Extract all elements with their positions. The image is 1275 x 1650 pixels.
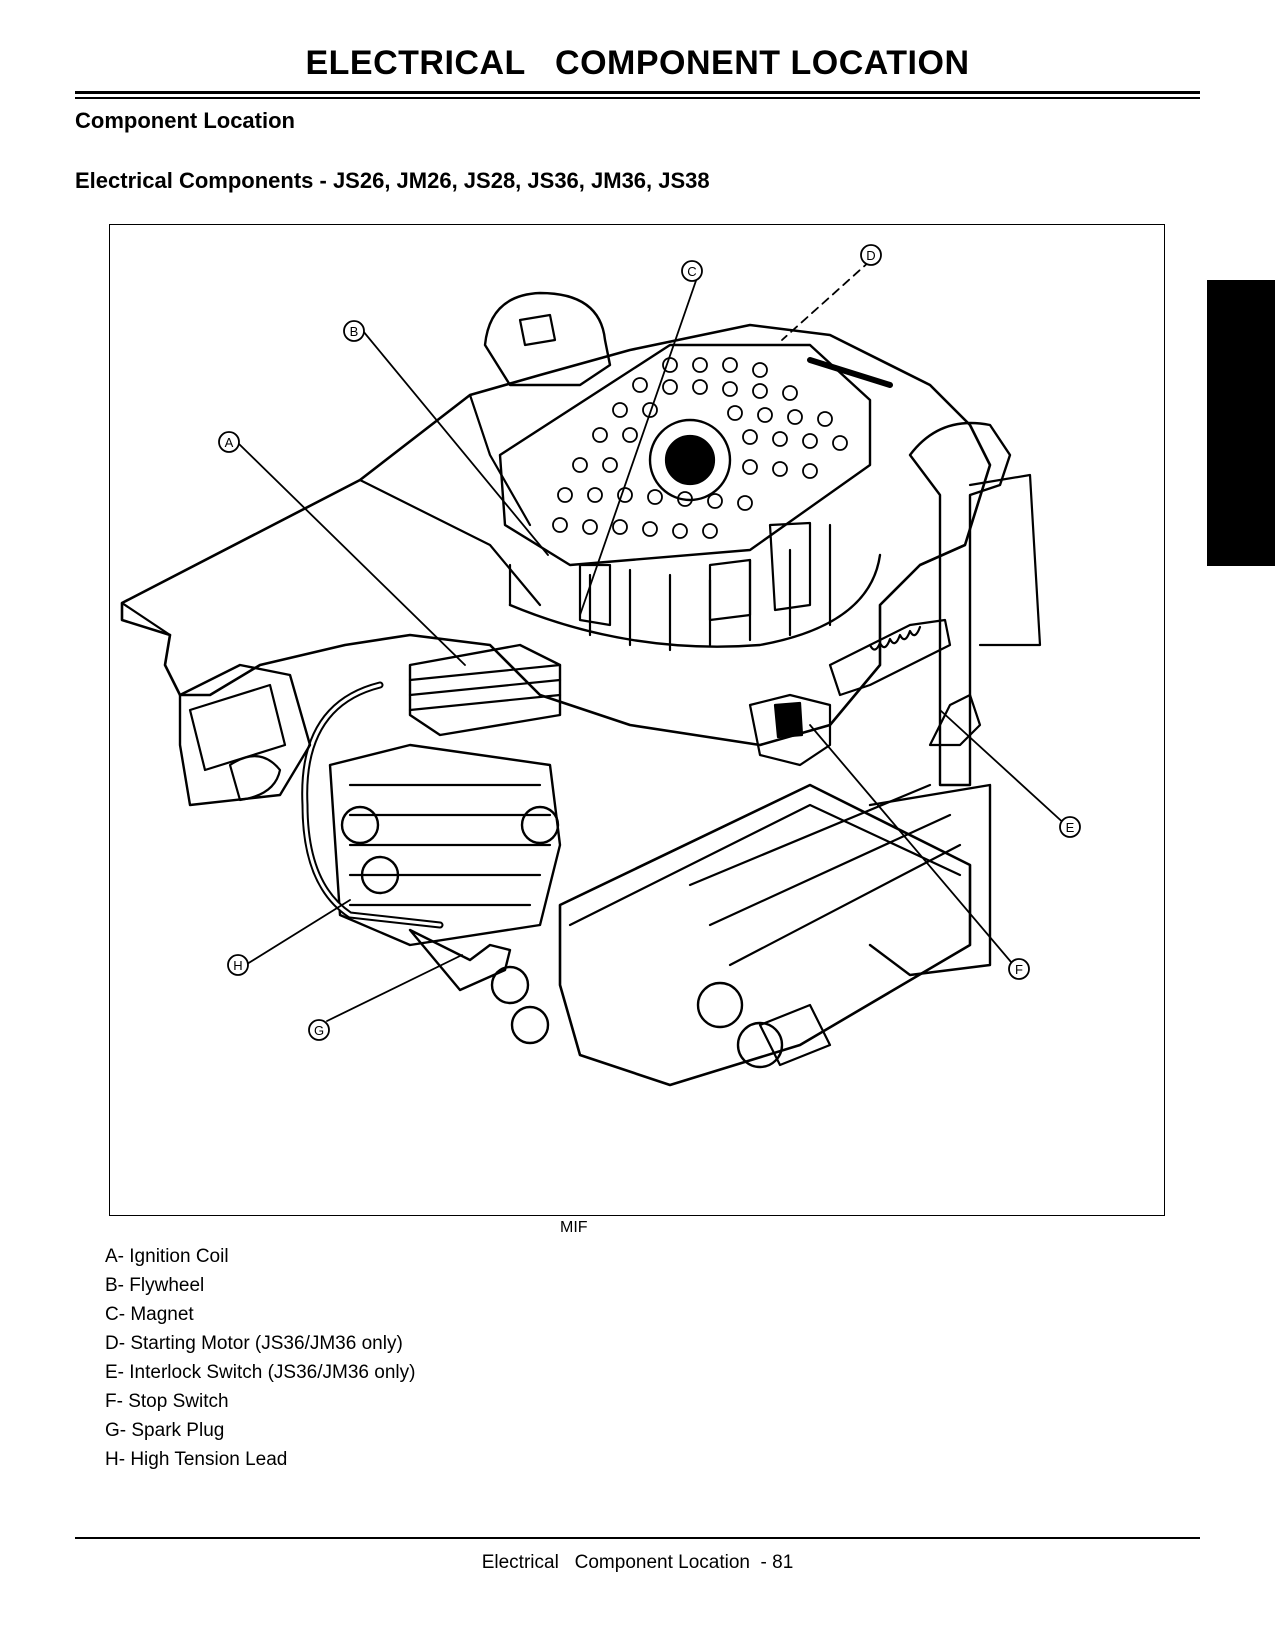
page-footer: Electrical Component Location - 81 <box>481 1552 794 1573</box>
callout-g: G <box>314 1023 324 1038</box>
legend-item: H- High Tension Lead <box>105 1449 288 1470</box>
figure-code: MIF <box>560 1219 588 1236</box>
legend-item: D- Starting Motor (JS36/JM36 only) <box>105 1333 403 1354</box>
legend-item: E- Interlock Switch (JS36/JM36 only) <box>105 1362 416 1383</box>
section-title: Component Location <box>75 108 295 133</box>
callout-h: H <box>233 958 242 973</box>
subsection-title: Electrical Components - JS26, JM26, JS28… <box>75 168 710 193</box>
callout-f: F <box>1015 962 1023 977</box>
legend-item: A- Ignition Coil <box>105 1246 229 1267</box>
legend-list: A- Ignition Coil B- Flywheel C- Magnet D… <box>105 1242 415 1474</box>
callout-a: A <box>225 435 234 450</box>
legend-item: G- Spark Plug <box>105 1420 225 1441</box>
legend-item: B- Flywheel <box>105 1275 205 1296</box>
header-rule <box>75 91 1200 94</box>
callout-b: B <box>350 324 359 339</box>
engine-diagram-figure: A B C D E F G H <box>109 224 1165 1216</box>
legend-item: C- Magnet <box>105 1304 194 1325</box>
page-title: ELECTRICAL COMPONENT LOCATION <box>305 44 970 82</box>
section-tab-marker <box>1207 280 1275 566</box>
callout-d: D <box>866 248 875 263</box>
footer-rule <box>75 1537 1200 1539</box>
header-rule-secondary <box>75 97 1200 99</box>
legend-item: F- Stop Switch <box>105 1391 229 1412</box>
callout-c: C <box>687 264 696 279</box>
engine-illustration: A B C D E F G H <box>120 244 1081 1087</box>
callout-e: E <box>1066 820 1075 835</box>
